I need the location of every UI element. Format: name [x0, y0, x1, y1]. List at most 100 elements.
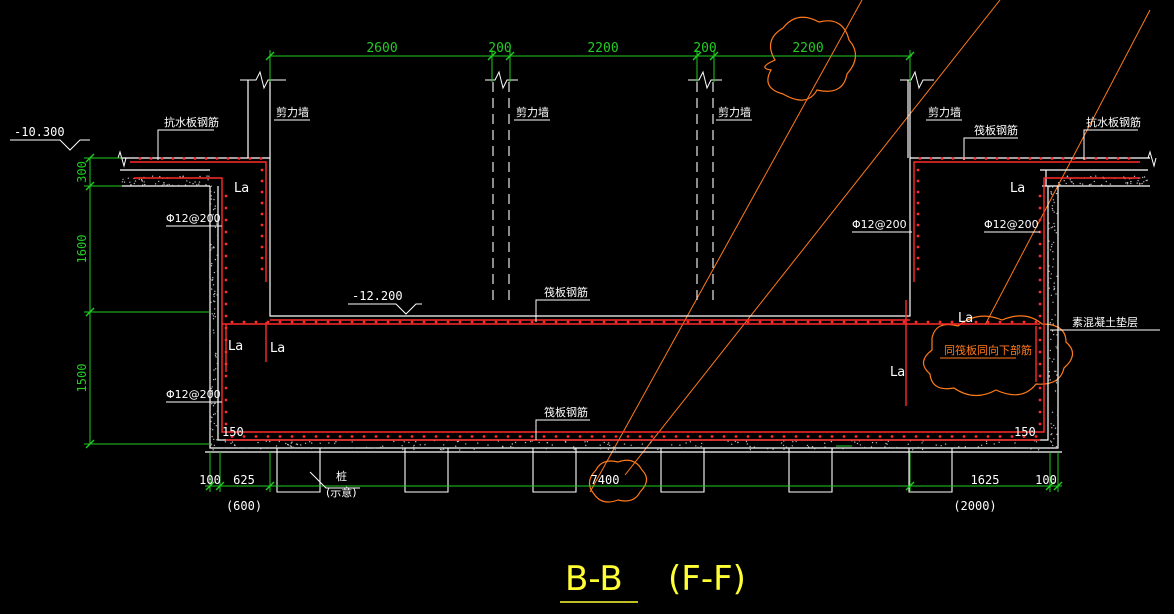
- rebar-dot: [1022, 320, 1026, 324]
- hatch-dot: [886, 443, 888, 445]
- piles: [276, 448, 953, 493]
- label-anti-water-rebar-left: 抗水板钢筋: [164, 115, 219, 129]
- hatch-dot: [807, 446, 810, 448]
- hatch-dot: [209, 428, 212, 430]
- shear-walls-internal: [492, 82, 714, 306]
- hatch-dot: [887, 440, 889, 442]
- hatch-dot: [214, 258, 217, 261]
- rebar-dot: [1006, 157, 1010, 160]
- rebar-dot: [929, 157, 933, 160]
- rebar-dot: [224, 254, 228, 258]
- hatch-dot: [1052, 199, 1055, 201]
- hatch-dot: [1051, 186, 1054, 188]
- hatch-dot: [510, 445, 512, 448]
- rebar-dot: [770, 435, 774, 438]
- rebar-dot: [746, 435, 750, 438]
- rebar-dot: [854, 320, 858, 324]
- hatch-dot: [985, 440, 988, 442]
- hatch-dot: [1053, 358, 1055, 360]
- dim-bottom-sub-1: (600): [226, 499, 262, 513]
- hatch-dot: [917, 446, 919, 449]
- rebar-dot: [686, 320, 690, 324]
- hatch-dot: [245, 447, 248, 449]
- hatch-dot: [212, 329, 215, 331]
- hatch-dot: [214, 378, 217, 380]
- rebar-dot: [374, 435, 378, 438]
- hatch-dot: [212, 277, 214, 279]
- rebar-dot: [260, 168, 264, 172]
- hatch-dot: [300, 444, 302, 446]
- hatch-dot: [1057, 330, 1059, 333]
- hatch-dot: [401, 445, 403, 447]
- rebar-dot: [434, 320, 438, 324]
- hatch-dot: [599, 444, 601, 446]
- elevation-top: -10.300: [10, 125, 90, 151]
- label-raft-rebar-top: 筏板钢筋: [974, 123, 1018, 137]
- la-labels: La La La La La La: [228, 181, 1025, 380]
- rebar-dot: [290, 320, 294, 324]
- hatch-dot: [186, 180, 188, 182]
- dim-bottom-2: 625: [233, 473, 255, 487]
- hatch-dot: [683, 447, 685, 449]
- hatch-dot: [123, 181, 126, 183]
- rebar-dot: [204, 157, 208, 160]
- rebar-dot: [662, 435, 666, 438]
- hatch-dot: [234, 444, 236, 447]
- rebar-dot: [1105, 157, 1109, 160]
- hatch-dot: [1049, 186, 1051, 188]
- hatch-dot: [210, 393, 212, 395]
- rebar-dot: [149, 157, 153, 160]
- hatch-dot: [1056, 320, 1059, 322]
- hatch-dot: [211, 247, 213, 249]
- hatch-dot: [1072, 183, 1075, 185]
- hatch-dot: [142, 184, 144, 186]
- hatch-dot: [546, 442, 549, 444]
- rebar-dot: [326, 435, 330, 438]
- hatch-dot: [1051, 361, 1054, 363]
- hatch-dot: [166, 184, 168, 186]
- hatch-dot: [1048, 270, 1050, 272]
- hatch-dot: [649, 441, 652, 444]
- hatch-dot: [1055, 380, 1058, 382]
- hatch-dot: [782, 444, 785, 447]
- hatch-dot: [1054, 390, 1057, 392]
- hatch-dot: [1056, 275, 1058, 277]
- la-right-top: La: [1010, 181, 1025, 196]
- rebar-dot: [938, 435, 942, 438]
- hatch-dot: [328, 442, 330, 444]
- hatch-dot: [293, 447, 295, 449]
- hatch-dot: [215, 425, 217, 427]
- rebar-dot: [986, 435, 990, 438]
- rebar-dot: [314, 435, 318, 438]
- hatch-dot: [1051, 330, 1054, 332]
- rebar-dots: [138, 157, 1131, 438]
- hatch-dot: [215, 356, 217, 358]
- hatch-dot: [179, 176, 181, 178]
- rebar-dot: [1094, 157, 1098, 160]
- hatch-dot: [214, 413, 216, 415]
- hatch-dot: [894, 447, 897, 449]
- hatch-dot: [413, 444, 415, 447]
- hatch-dot: [290, 445, 292, 448]
- dim-top-5: 2200: [792, 41, 823, 56]
- hatch-dot: [209, 293, 212, 295]
- rebar-dot: [1116, 157, 1120, 160]
- hatch-dot: [424, 444, 426, 446]
- rebar-dot: [916, 168, 920, 172]
- hatch-dot: [1048, 222, 1050, 224]
- hatch-dot: [1056, 212, 1058, 215]
- hatch-dot: [210, 185, 212, 187]
- hatch-dot: [737, 441, 739, 444]
- hatch-dot: [727, 440, 729, 442]
- rebar-dot: [734, 320, 738, 324]
- hatch-dot: [875, 442, 878, 444]
- rebar-dot: [650, 320, 654, 324]
- rebar-dot: [338, 320, 342, 324]
- rebar-dot: [1038, 266, 1042, 270]
- hatch-dot: [1143, 181, 1145, 183]
- hatch-dot: [1051, 427, 1053, 429]
- rebar-dot: [260, 267, 264, 271]
- hatch-dot: [212, 318, 215, 320]
- rebar-dot: [260, 234, 264, 238]
